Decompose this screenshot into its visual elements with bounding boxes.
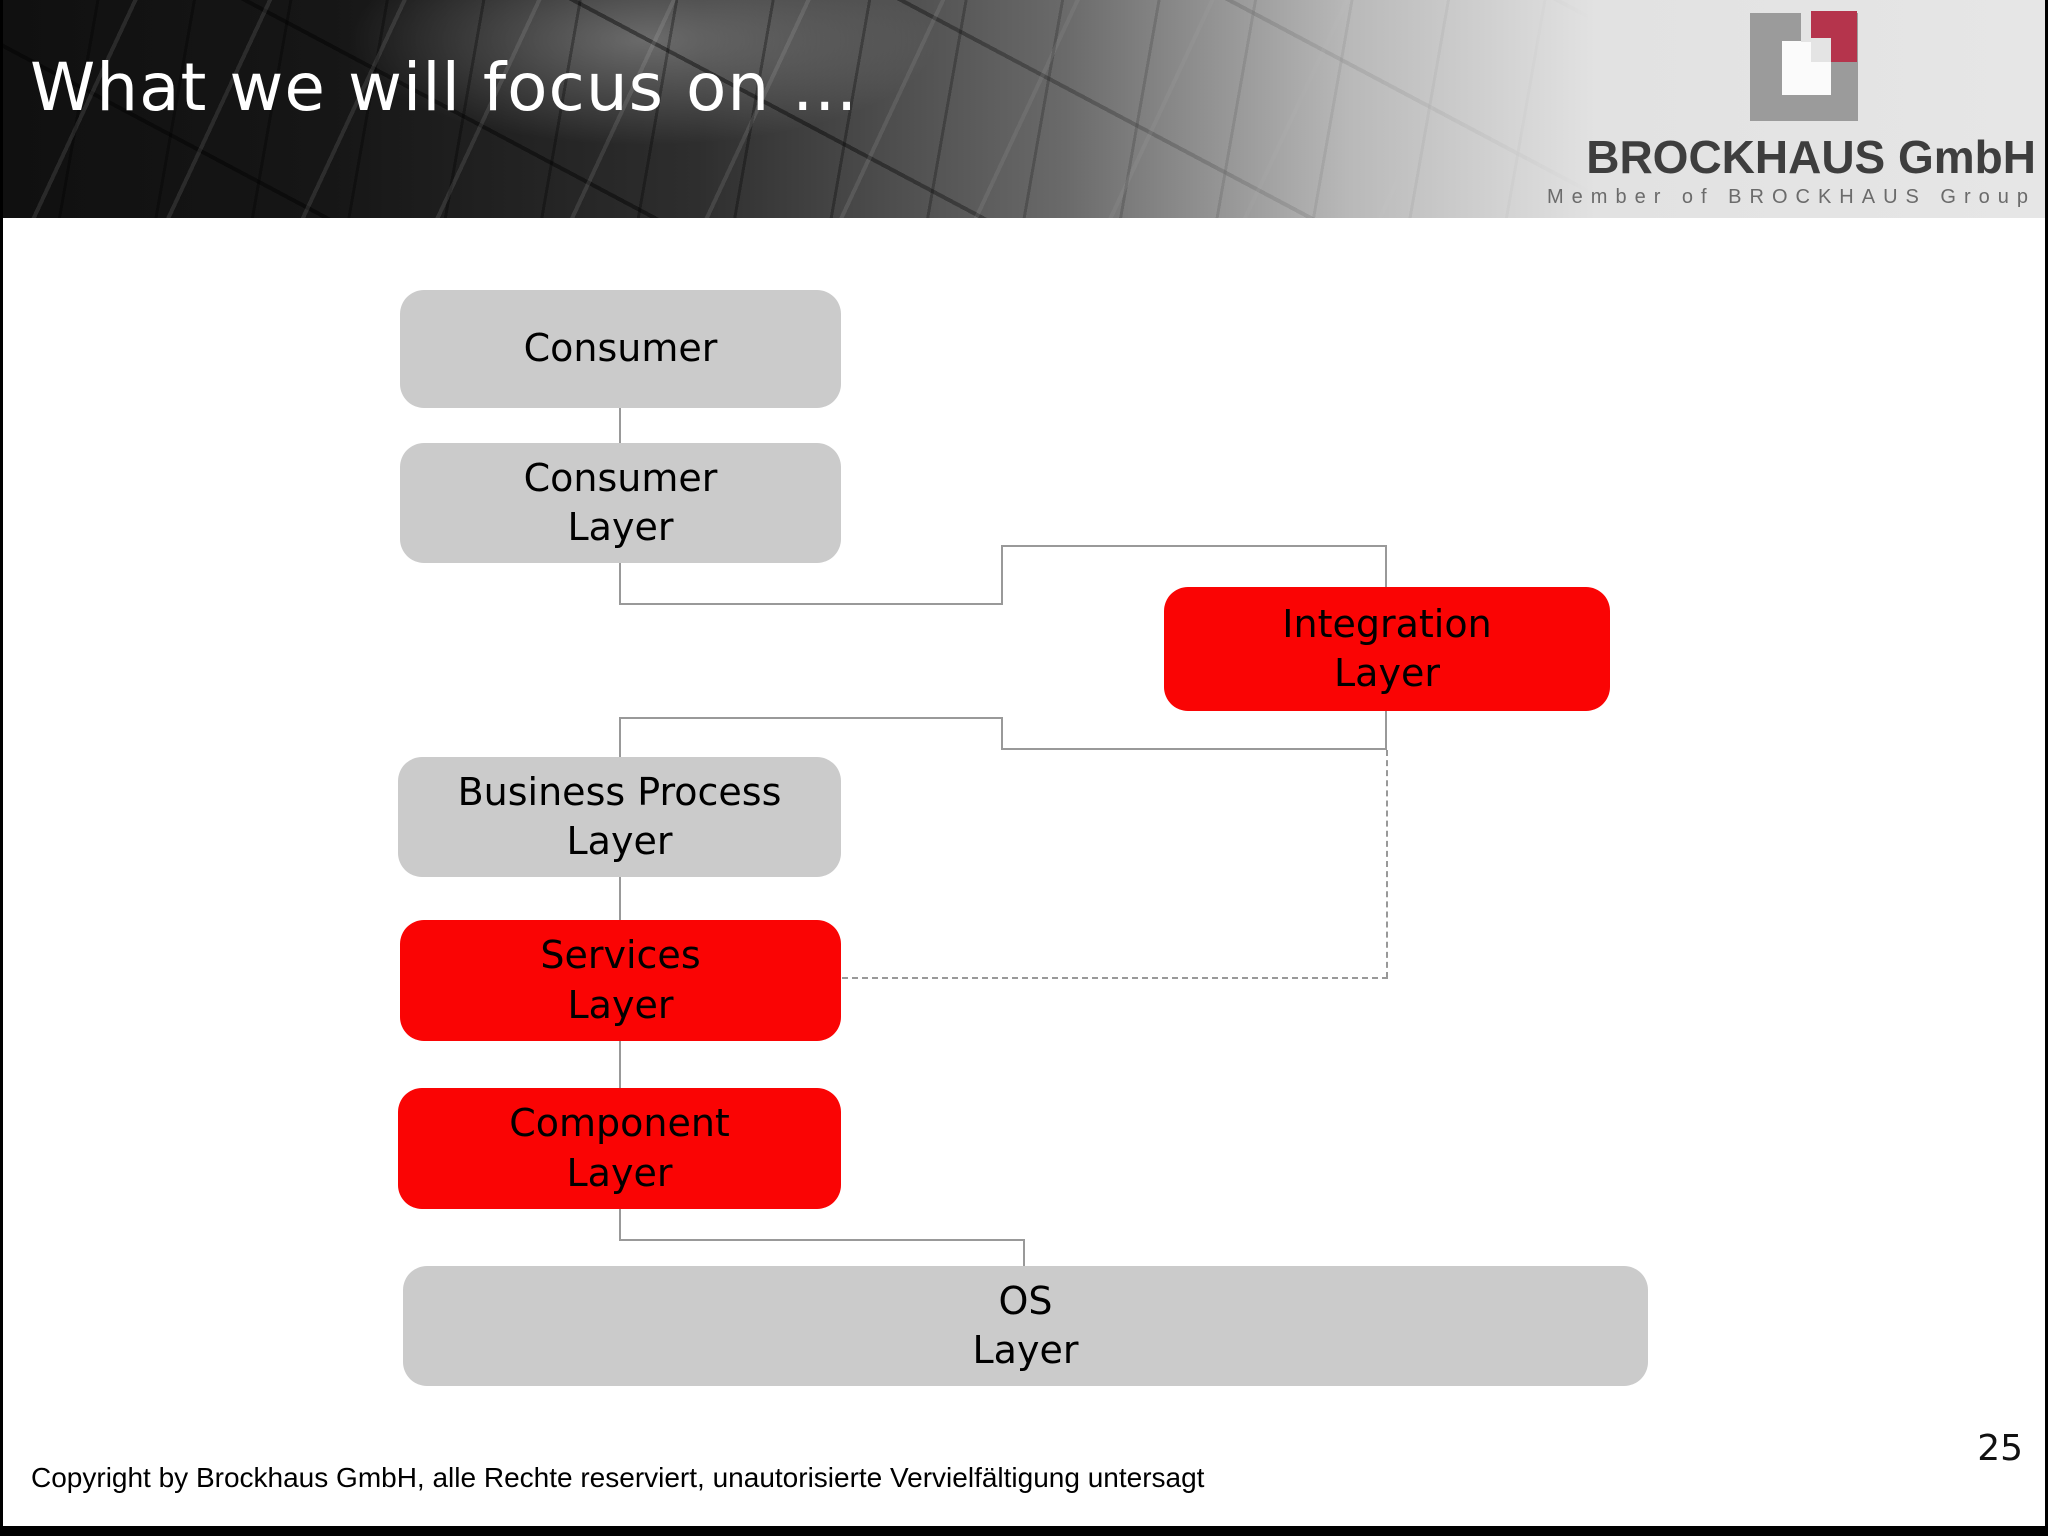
logo-red-notch <box>1811 38 1831 62</box>
node-label: OS <box>998 1278 1053 1323</box>
building-facade-photo <box>3 0 2045 218</box>
node-label: Integration <box>1282 601 1492 646</box>
slide-title: What we will focus on ... <box>30 49 859 126</box>
node-consumer: Consumer <box>400 290 841 408</box>
node-label: Consumer <box>523 455 718 500</box>
brockhaus-logo-icon <box>1750 11 1860 123</box>
node-label: Layer <box>1334 651 1440 695</box>
group-membership-line: Member of BROCKHAUS Group <box>1547 186 2036 208</box>
node-os-layer: OS Layer <box>403 1266 1648 1386</box>
node-label: Layer <box>566 1150 673 1195</box>
node-label: Layer <box>567 505 674 549</box>
node-label: Consumer <box>523 326 718 371</box>
node-label: Component <box>509 1101 730 1146</box>
copyright-line: Copyright by Brockhaus GmbH, alle Rechte… <box>31 1462 1205 1493</box>
page-number: 25 <box>1977 1428 2023 1469</box>
logo-slot-notch <box>1801 13 1811 42</box>
header-banner: What we will focus on ... BROCKHAUS GmbH… <box>3 0 2045 218</box>
node-label: Layer <box>972 1328 1079 1372</box>
node-label: Layer <box>566 819 673 863</box>
bottom-border-bar <box>3 1526 2045 1536</box>
node-label: Layer <box>567 982 674 1027</box>
company-name: BROCKHAUS GmbH <box>1586 131 2036 183</box>
node-label: Business Process <box>457 769 782 814</box>
node-label: Services <box>540 933 701 978</box>
